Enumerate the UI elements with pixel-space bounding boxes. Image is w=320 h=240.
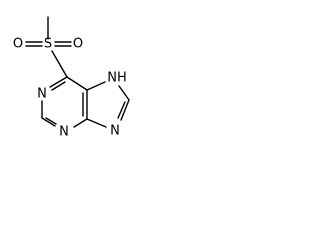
bond-s-c6 — [51, 50, 68, 78]
atom-n7h: NH — [107, 71, 127, 86]
bond-c2-n3-inner — [45, 117, 57, 125]
atom-n1: N — [37, 87, 47, 102]
atom-n9: N — [110, 124, 120, 139]
bond-n3-c4 — [73, 118, 88, 128]
structure-canvas: S O O N N NH N — [0, 0, 148, 171]
bond-n9-c4 — [86, 118, 107, 128]
bond-c8-n9 — [120, 99, 130, 121]
bond-c6-n1 — [49, 76, 68, 88]
bond-c5-c6 — [66, 76, 88, 91]
bond-c6-n1-inner — [51, 81, 66, 91]
bond-c8-n9-inner — [117, 101, 126, 119]
bond-c5-n7 — [86, 81, 106, 91]
atom-oxygen-left: O — [13, 37, 23, 52]
chemical-structure: S O O N N NH N — [13, 16, 130, 140]
atom-n3: N — [59, 125, 69, 140]
atom-oxygen-right: O — [73, 37, 83, 52]
atom-sulfur: S — [44, 37, 52, 52]
bond-n7-c8 — [118, 85, 130, 101]
bond-c2-n3 — [41, 117, 56, 127]
